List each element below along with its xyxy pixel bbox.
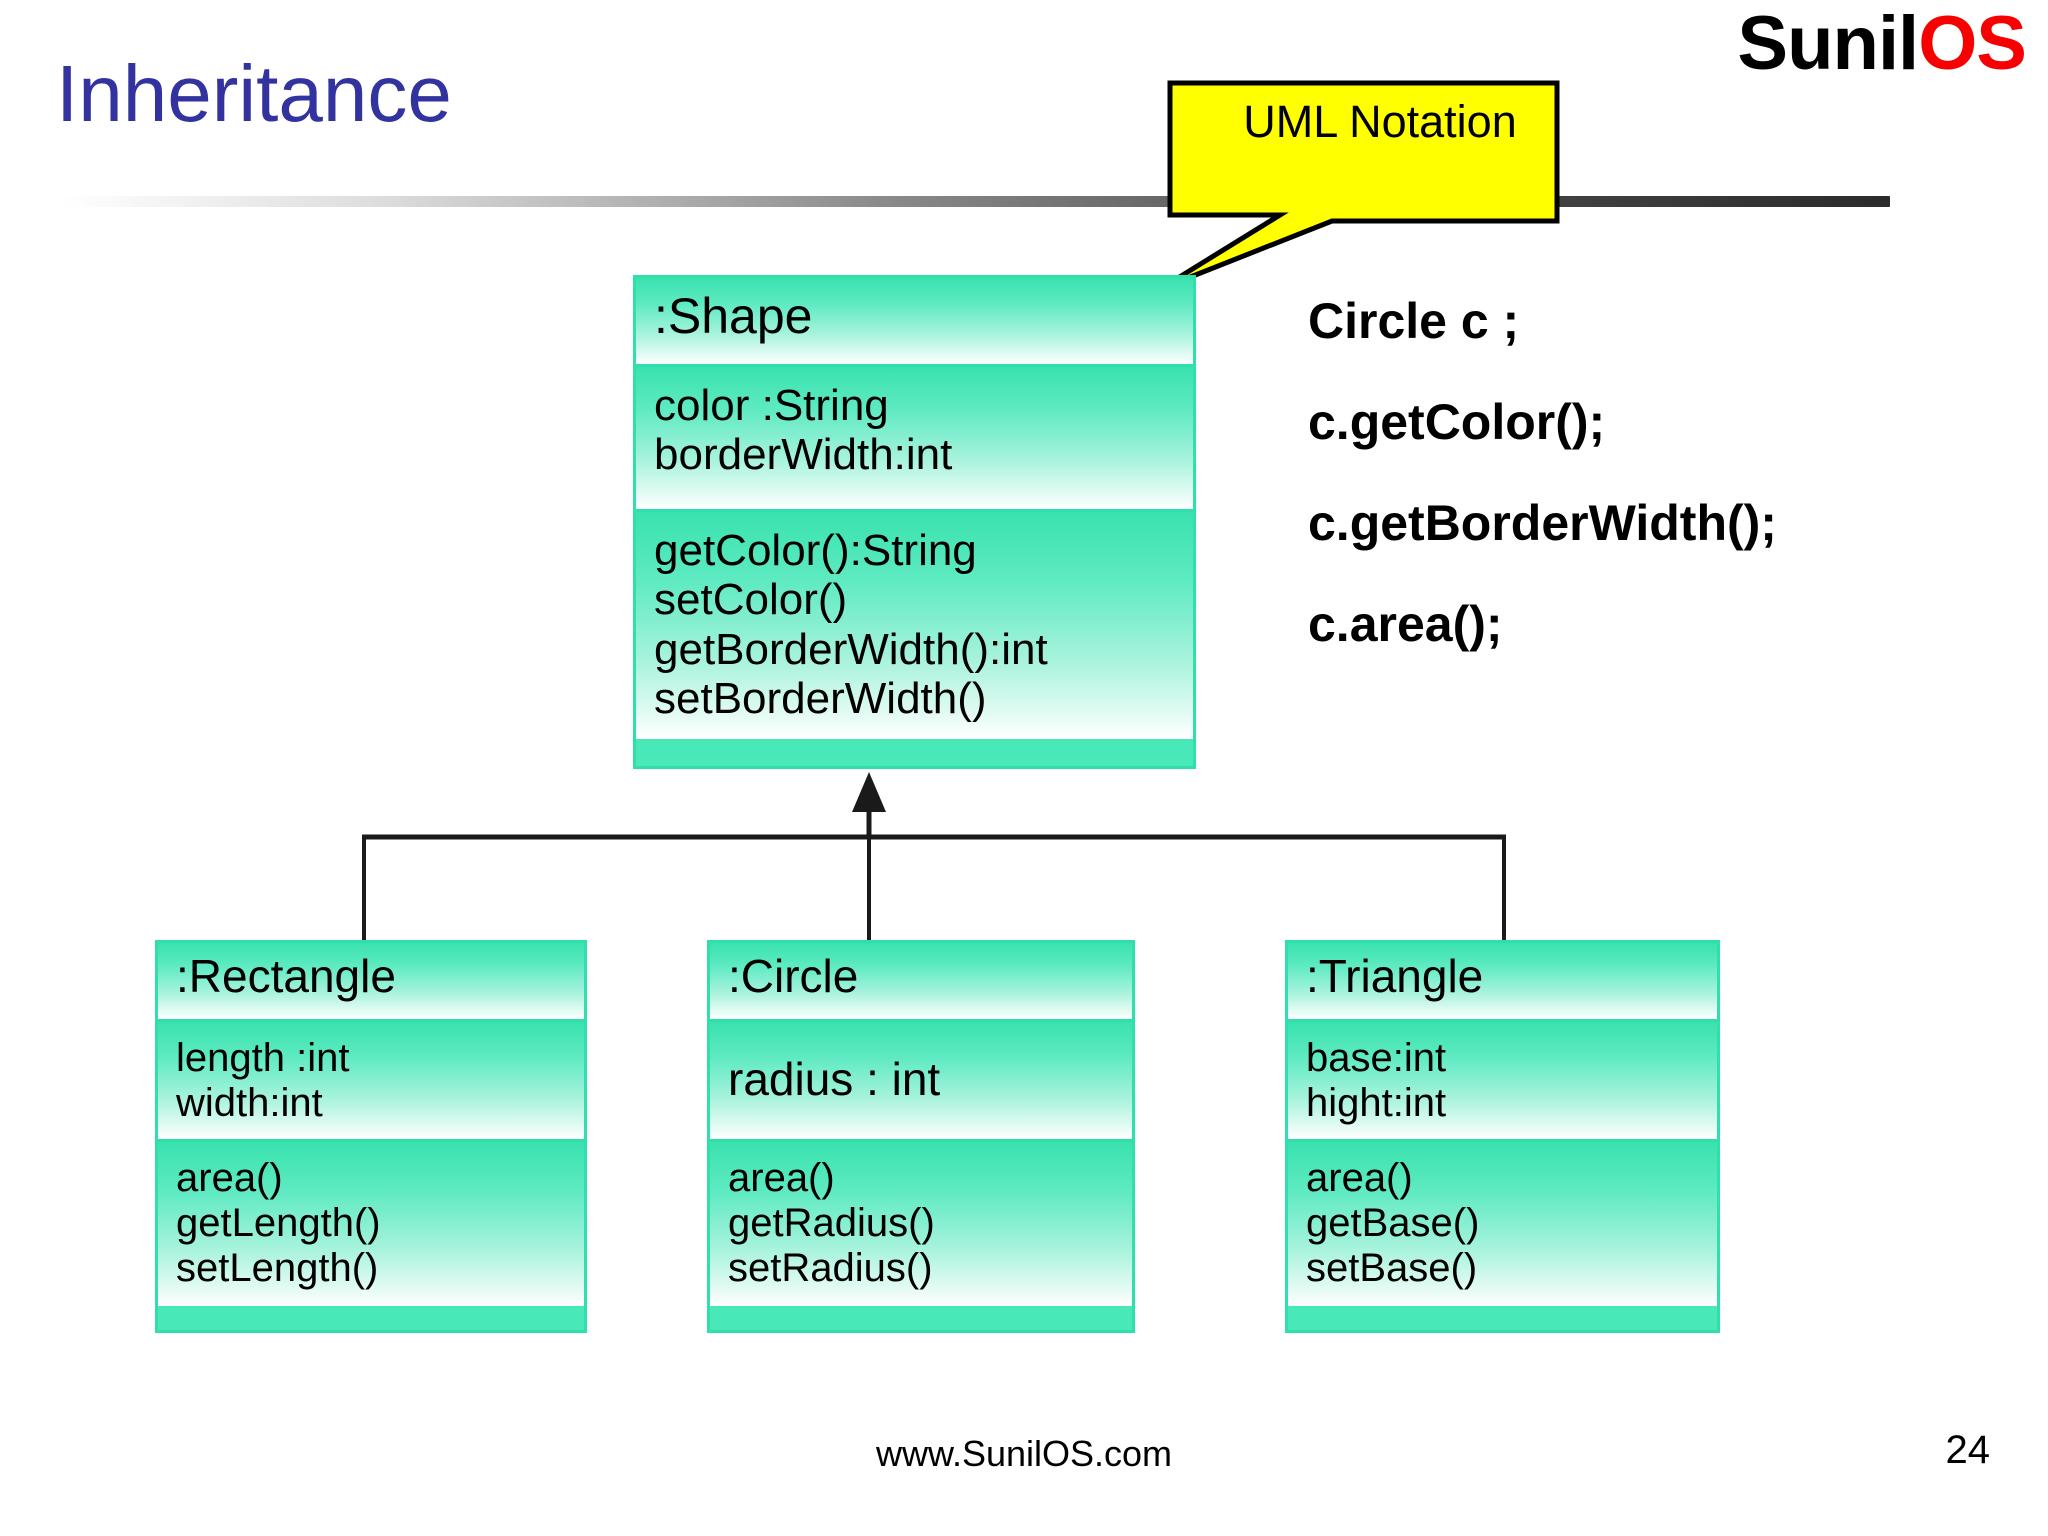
code-snippet: Circle c ; c.getColor(); c.getBorderWidt… (1308, 296, 2008, 700)
uml-class-name: :Rectangle (176, 950, 396, 1002)
uml-operation: setRadius() (728, 1245, 933, 1290)
uml-operation: setLength() (176, 1245, 379, 1290)
logo-text-dark: Sunil (1737, 1, 1919, 86)
code-line: c.getBorderWidth(); (1308, 495, 1777, 551)
uml-attributes-section: radius : int (710, 1019, 1132, 1139)
uml-class-shape: :Shape color :String borderWidth:int get… (633, 275, 1196, 769)
uml-operation: area() (728, 1156, 835, 1200)
uml-class-name-section: :Circle (710, 943, 1132, 1019)
code-line: Circle c ; (1308, 293, 1520, 349)
title-divider-rule (62, 196, 1890, 207)
uml-attribute: base:int (1306, 1036, 1447, 1080)
uml-attribute: color :String (654, 381, 889, 430)
uml-operation: getBase() (1306, 1200, 1480, 1245)
uml-operation: area() (176, 1156, 283, 1200)
uml-attribute: radius : int (728, 1053, 941, 1105)
uml-operation: getColor():String (654, 526, 977, 575)
uml-operation: setBase() (1306, 1245, 1478, 1290)
uml-class-name: :Triangle (1306, 950, 1484, 1002)
uml-class-name-section: :Triangle (1288, 943, 1717, 1019)
code-line: c.getColor(); (1308, 394, 1606, 450)
uml-attribute: hight:int (1306, 1080, 1447, 1125)
uml-operation: getBorderWidth():int (654, 624, 1048, 674)
page-title: Inheritance (56, 49, 452, 138)
uml-class-triangle: :Triangle base:int hight:int area() getB… (1285, 940, 1720, 1333)
uml-operations-section: getColor():String setColor() getBorderWi… (636, 509, 1193, 740)
uml-class-rectangle: :Rectangle length :int width:int area() … (155, 940, 587, 1333)
footer-url: www.SunilOS.com (875, 1433, 1173, 1474)
callout-shape (1160, 80, 1560, 292)
uml-operation: getRadius() (728, 1200, 935, 1245)
uml-attribute: width:int (176, 1080, 323, 1125)
uml-operations-section: area() getLength() setLength() (158, 1139, 584, 1307)
uml-attribute: borderWidth:int (654, 430, 953, 480)
uml-notation-callout: UML Notation (1160, 74, 1570, 304)
callout-label: UML Notation (1243, 96, 1517, 147)
code-line: c.area(); (1308, 596, 1503, 652)
uml-attributes-section: base:int hight:int (1288, 1019, 1717, 1139)
logo-text-accent: OS (1918, 1, 2027, 86)
uml-class-name: :Shape (654, 288, 813, 344)
uml-attributes-section: length :int width:int (158, 1019, 584, 1139)
uml-class-name-section: :Rectangle (158, 943, 584, 1019)
uml-class-name-section: :Shape (636, 278, 1193, 364)
uml-operation: setColor() (654, 575, 848, 625)
uml-operation: setBorderWidth() (654, 673, 987, 723)
sunilos-logo: SunilOS (1737, 6, 2027, 82)
uml-attributes-section: color :String borderWidth:int (636, 364, 1193, 509)
uml-operation: getLength() (176, 1200, 381, 1245)
uml-operations-section: area() getRadius() setRadius() (710, 1139, 1132, 1307)
uml-operations-section: area() getBase() setBase() (1288, 1139, 1717, 1307)
footer-page-number: 24 (1945, 1428, 1991, 1472)
uml-attribute: length :int (176, 1036, 350, 1080)
uml-class-circle: :Circle radius : int area() getRadius() … (707, 940, 1135, 1333)
uml-class-name: :Circle (728, 950, 859, 1002)
uml-operation: area() (1306, 1156, 1413, 1200)
